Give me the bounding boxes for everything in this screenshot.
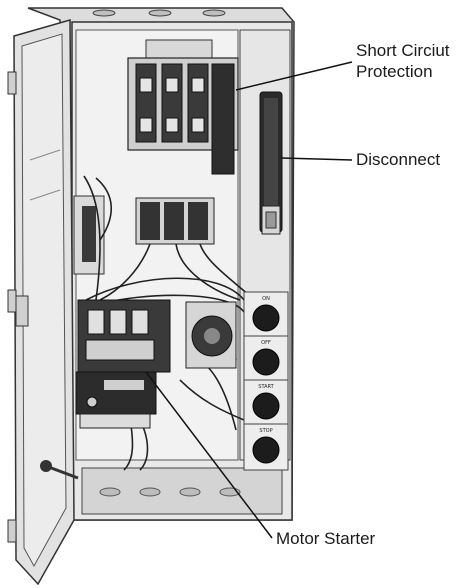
push-button-start (253, 393, 279, 419)
callout-short-circuit-line1: Short Circiut (356, 40, 450, 61)
push-button-on (253, 305, 279, 331)
push-button-start-label: START (258, 384, 274, 390)
callout-short-circuit-line2: Protection (356, 61, 450, 82)
push-button-stop-label: STOP (259, 428, 272, 434)
disconnect-handle (260, 92, 282, 234)
terminal-block (136, 198, 214, 244)
motor-starter (76, 300, 170, 428)
control-transformer (186, 302, 236, 368)
push-button-on-label: ON (262, 296, 270, 302)
push-button-stack: ON OFF START STOP (244, 292, 288, 470)
callout-disconnect: Disconnect (356, 149, 440, 170)
enclosure-door (8, 20, 78, 584)
push-button-stop (253, 437, 279, 463)
callout-short-circuit-protection: Short Circiut Protection (356, 40, 450, 82)
push-button-off-label: OFF (261, 340, 271, 346)
push-button-off (253, 349, 279, 375)
callout-motor-starter: Motor Starter (276, 528, 375, 549)
